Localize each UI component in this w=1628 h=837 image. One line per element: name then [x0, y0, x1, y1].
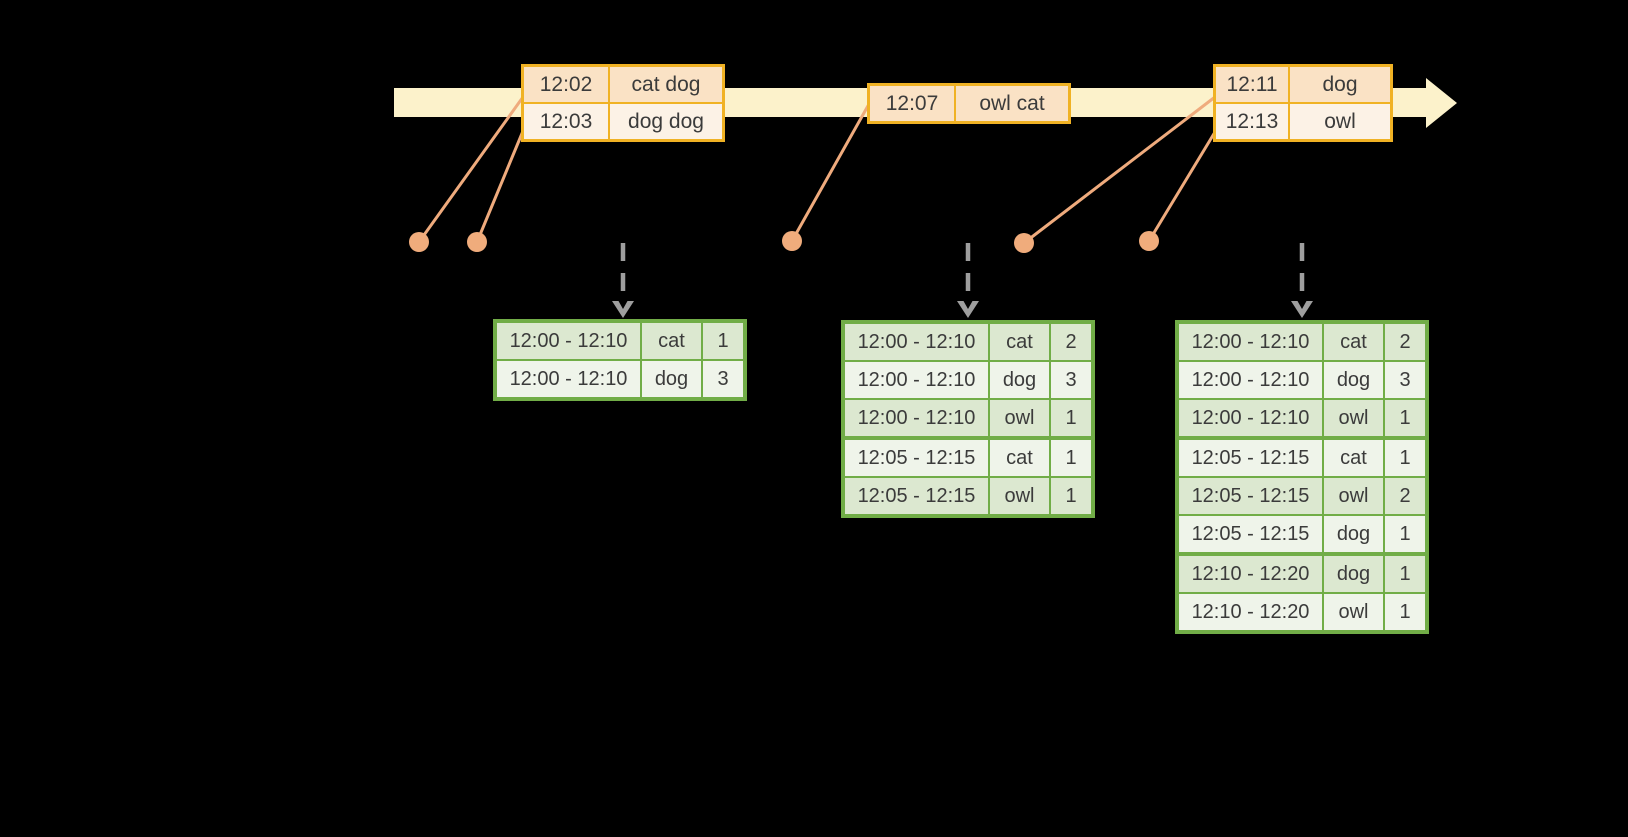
event-connector-line [1022, 95, 1217, 245]
word-cell: dog [990, 362, 1049, 398]
word-cell: cat [642, 323, 701, 359]
word-cell: owl [1324, 594, 1383, 630]
event-time-cell: 12:02 [524, 67, 608, 102]
count-cell: 1 [1051, 400, 1091, 436]
event-dot [782, 231, 802, 251]
word-cell: owl [1324, 400, 1383, 436]
count-cell: 3 [703, 361, 743, 397]
word-cell: owl [1324, 478, 1383, 514]
window-cell: 12:05 - 12:15 [1179, 440, 1322, 476]
count-cell: 3 [1385, 362, 1425, 398]
event-words-cell: dog dog [610, 104, 722, 139]
event-connector-line [790, 102, 871, 243]
event-words-cell: cat dog [610, 67, 722, 102]
window-cell: 12:05 - 12:15 [1179, 478, 1322, 514]
window-cell: 12:05 - 12:15 [845, 440, 988, 476]
trigger-arrowhead [612, 301, 634, 318]
count-cell: 1 [1385, 516, 1425, 552]
word-cell: dog [1324, 362, 1383, 398]
count-cell: 2 [1051, 324, 1091, 360]
word-cell: cat [990, 324, 1049, 360]
window-cell: 12:05 - 12:15 [845, 478, 988, 514]
count-cell: 2 [1385, 324, 1425, 360]
word-cell: cat [1324, 440, 1383, 476]
event-words-cell: dog [1290, 67, 1390, 102]
event-time-cell: 12:07 [870, 86, 954, 121]
event-time-cell: 12:13 [1216, 104, 1288, 139]
event-connector-line [475, 129, 525, 244]
word-cell: dog [1324, 556, 1383, 592]
count-cell: 1 [1385, 594, 1425, 630]
count-cell: 1 [703, 323, 743, 359]
count-cell: 1 [1385, 440, 1425, 476]
count-cell: 3 [1051, 362, 1091, 398]
event-dot [467, 232, 487, 252]
trigger-arrowhead [957, 301, 979, 318]
window-cell: 12:00 - 12:10 [1179, 362, 1322, 398]
word-cell: dog [642, 361, 701, 397]
word-cell: cat [990, 440, 1049, 476]
window-cell: 12:10 - 12:20 [1179, 594, 1322, 630]
event-connector-line [417, 95, 525, 244]
event-dot [1139, 231, 1159, 251]
window-cell: 12:00 - 12:10 [845, 362, 988, 398]
event-connector-line [1147, 130, 1217, 243]
trigger-arrowhead [1291, 301, 1313, 318]
count-cell: 2 [1385, 478, 1425, 514]
count-cell: 1 [1385, 400, 1425, 436]
count-cell: 1 [1051, 440, 1091, 476]
event-words-cell: owl [1290, 104, 1390, 139]
word-cell: owl [990, 400, 1049, 436]
window-cell: 12:10 - 12:20 [1179, 556, 1322, 592]
event-dot [409, 232, 429, 252]
count-cell: 1 [1051, 478, 1091, 514]
window-cell: 12:00 - 12:10 [497, 323, 640, 359]
word-cell: cat [1324, 324, 1383, 360]
window-cell: 12:00 - 12:10 [1179, 400, 1322, 436]
event-words-cell: owl cat [956, 86, 1068, 121]
event-time-cell: 12:11 [1216, 67, 1288, 102]
event-dot [1014, 233, 1034, 253]
window-cell: 12:05 - 12:15 [1179, 516, 1322, 552]
window-cell: 12:00 - 12:10 [845, 324, 988, 360]
window-cell: 12:00 - 12:10 [497, 361, 640, 397]
word-cell: owl [990, 478, 1049, 514]
event-time-cell: 12:03 [524, 104, 608, 139]
word-cell: dog [1324, 516, 1383, 552]
count-cell: 1 [1385, 556, 1425, 592]
window-cell: 12:00 - 12:10 [1179, 324, 1322, 360]
window-cell: 12:00 - 12:10 [845, 400, 988, 436]
